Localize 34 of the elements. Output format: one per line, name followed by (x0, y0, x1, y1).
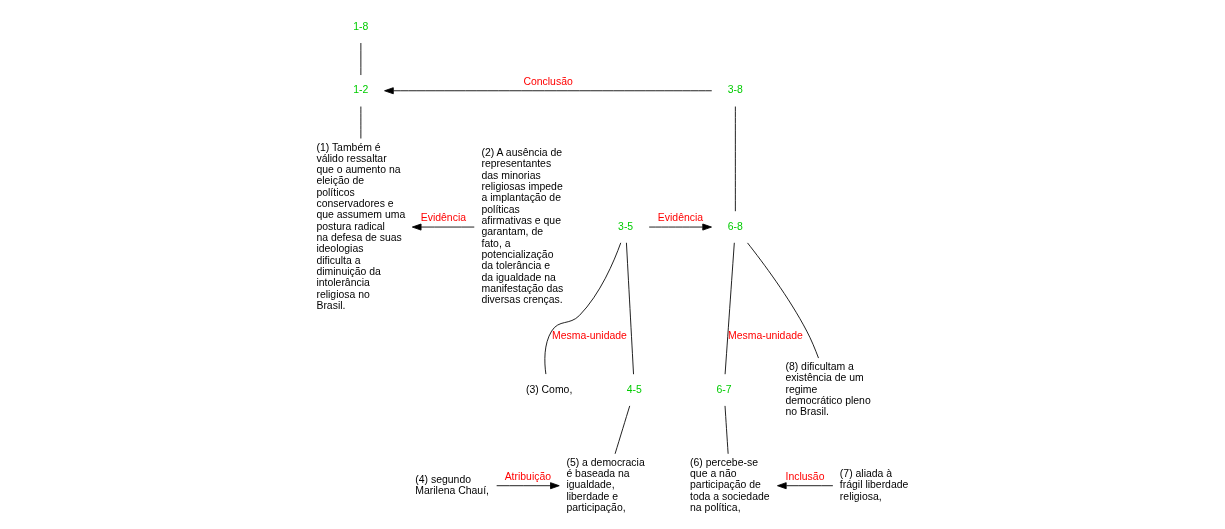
edge-label: Atribuição (504, 471, 551, 483)
arrow (648, 223, 712, 231)
node-text: (2) A ausência de representantes das minorias religiosas impede a implantação de políticas afirmativas e que garantam, de fato, a potencialização da tolerância e da igualdade na manifestação das diversas crenças. (480, 147, 563, 306)
connector (724, 242, 735, 375)
connector (734, 106, 736, 212)
connector (724, 405, 729, 455)
node-text: 1-2 (352, 84, 368, 96)
edge-label: Evidência (420, 212, 466, 224)
node-text: 4-5 (626, 383, 642, 395)
edge-label: Inclusão (785, 471, 824, 483)
node-text: 1-8 (352, 20, 368, 32)
edge-label: Evidência (657, 212, 703, 224)
node-text: (4) segundo Marilena Chauí, (414, 473, 489, 497)
node-text: (3) Como, (525, 383, 572, 395)
node-text: 6-8 (727, 220, 743, 232)
edge-label: Mesma-unidade (551, 330, 627, 342)
node-text: (6) percebe-se que a não participação de toda a sociedade na política, (689, 456, 770, 514)
connector (746, 242, 819, 359)
arrow (411, 223, 475, 231)
node-text: (5) a democracia é baseada na igualdade, liberdade e participação, (565, 456, 645, 514)
node-text: 3-5 (617, 220, 633, 232)
connector (543, 242, 621, 375)
node-text: (8) dificultam a existência de um regime democrático pleno no Brasil. (784, 360, 871, 418)
connector (625, 242, 634, 375)
edge-label: Mesma-unidade (727, 330, 803, 342)
node-text: 6-7 (716, 383, 732, 395)
node-text: (1) Também é válido ressaltar que o aumento na eleição de políticos conservadores e que assumem uma postura radical na defesa de suas ideologias dificulta a diminuição da intolerância religiosa no Brasil. (315, 141, 405, 311)
arrow (383, 87, 712, 95)
edge-label: Conclusão (522, 76, 573, 88)
arrow (776, 482, 833, 490)
connector (614, 405, 630, 455)
node-text: 3-8 (727, 84, 743, 96)
node-text: (7) aliada à frágil liberdade religiosa, (839, 468, 908, 502)
arrow (495, 482, 560, 490)
